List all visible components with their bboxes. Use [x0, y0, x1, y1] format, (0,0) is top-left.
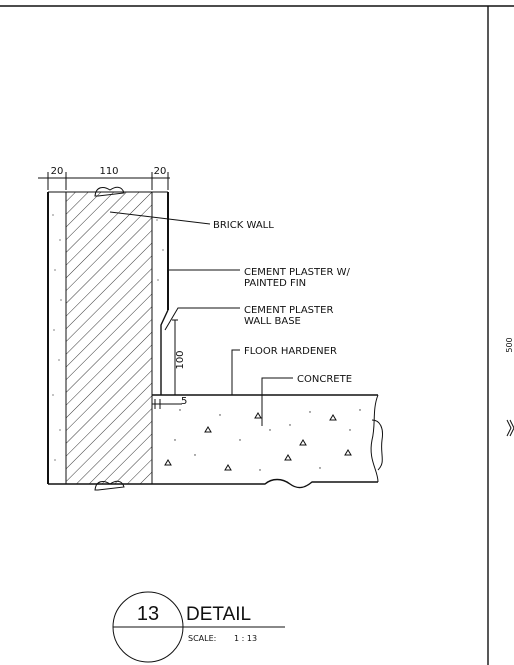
dim-right-plaster: 20 [154, 166, 167, 177]
callout-concrete: CONCRETE [261, 374, 352, 426]
dim-base-height: 100 [175, 350, 186, 369]
scale-label: SCALE: [188, 634, 216, 643]
label-wall-base-2: WALL BASE [244, 316, 301, 327]
label-brick-wall: BRICK WALL [213, 220, 274, 231]
callout-brick-wall: BRICK WALL [109, 211, 274, 231]
label-cement-plaster-1: CEMENT PLASTER W/ [244, 267, 350, 278]
wall-section [47, 186, 169, 491]
label-wall-base-1: CEMENT PLASTER [244, 305, 333, 316]
callout-floor-hardener: FLOOR HARDENER [231, 346, 337, 395]
label-concrete: CONCRETE [297, 374, 352, 385]
detail-title: DETAIL [186, 604, 251, 625]
dim-left-plaster: 20 [51, 166, 64, 177]
label-cement-plaster-2: PAINTED FIN [244, 278, 306, 289]
dim-brick: 110 [99, 166, 118, 177]
scale-value: 1 : 13 [234, 634, 257, 643]
sheet-border [0, 5, 514, 665]
detail-number: 13 [137, 603, 159, 625]
callout-cement-plaster: CEMENT PLASTER W/ PAINTED FIN [168, 267, 350, 289]
concrete-slab [151, 394, 383, 489]
dim-base-thickness: 5 [181, 396, 187, 407]
callout-wall-base: CEMENT PLASTER WALL BASE [164, 305, 333, 331]
adjacent-sheet-fragment: 500 [505, 337, 514, 437]
detail-title-block: 13 DETAIL SCALE: 1 : 13 [112, 591, 285, 663]
side-dimension-label: 500 [505, 337, 514, 352]
label-floor-hardener: FLOOR HARDENER [244, 346, 337, 357]
cement-wall-base: 100 5 [152, 309, 187, 409]
top-dimension-chain: 20 110 20 [38, 166, 170, 190]
